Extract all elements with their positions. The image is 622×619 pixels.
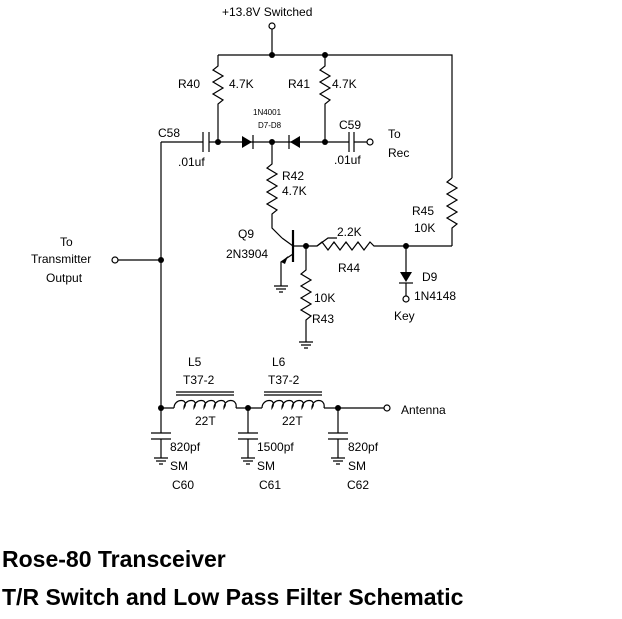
r42-value: 4.7K <box>282 184 307 198</box>
l5-core-label: T37-2 <box>183 373 215 387</box>
r41-value: 4.7K <box>332 77 357 91</box>
junction-tx-out <box>158 257 164 263</box>
r45-resistor <box>445 177 459 246</box>
r43-value: 10K <box>314 291 335 305</box>
q9-type: 2N3904 <box>226 247 268 261</box>
r42-resistor <box>265 142 283 239</box>
key-terminal <box>402 295 410 303</box>
r44-resistor <box>316 241 452 251</box>
c58-value: .01uf <box>178 155 205 169</box>
r45-ref: R45 <box>412 204 434 218</box>
c59-ref: C59 <box>339 118 361 132</box>
d9-ref: D9 <box>422 270 438 284</box>
schematic-diagram: +13.8V Switched R40 4.7K R41 4.7K C58 .0… <box>31 5 459 492</box>
supply-terminal <box>268 22 276 30</box>
r43-resistor <box>299 246 313 342</box>
d8-diode-icon <box>290 136 300 148</box>
l6-inductor-icon <box>261 399 325 411</box>
tx-out-line2: Transmitter <box>31 252 91 266</box>
l5-ref: L5 <box>188 355 202 369</box>
c59-value: .01uf <box>334 153 361 167</box>
c62-type: SM <box>348 459 366 473</box>
tx-out-line1: To <box>60 235 73 249</box>
supply-label: +13.8V Switched <box>222 5 312 19</box>
q9-collector <box>281 237 337 247</box>
q9-emitter <box>280 253 294 286</box>
key-label: Key <box>394 309 415 323</box>
d9-type: 1N4148 <box>414 289 456 303</box>
q9-ref: Q9 <box>238 227 254 241</box>
l5-inductor-icon <box>173 399 237 411</box>
c60-ref: C60 <box>172 478 194 492</box>
r43-ground-icon <box>299 341 313 349</box>
title-line-1: Rose-80 Transceiver <box>2 546 226 572</box>
l6-turns: 22T <box>282 414 303 428</box>
antenna-terminal <box>383 404 391 412</box>
d9-diode-icon <box>400 272 412 282</box>
c60-type: SM <box>170 459 188 473</box>
supply-wire <box>218 29 453 178</box>
q9-emitter-arrow-icon <box>281 256 288 264</box>
c61-capacitor <box>238 408 258 465</box>
r45-value: 10K <box>414 221 435 235</box>
c59-capacitor <box>348 132 355 152</box>
antenna-label: Antenna <box>401 403 446 417</box>
l5-turns: 22T <box>195 414 216 428</box>
c58-capacitor <box>202 132 210 152</box>
r41-resistor <box>318 55 332 142</box>
r44-ref: R44 <box>338 261 360 275</box>
r40-ref: R40 <box>178 77 200 91</box>
r40-value: 4.7K <box>229 77 254 91</box>
r40-resistor <box>211 55 225 142</box>
junction-supply <box>269 52 275 58</box>
title-line-2: T/R Switch and Low Pass Filter Schematic <box>2 584 464 610</box>
d7-diode-icon <box>242 136 252 148</box>
tx-out-line3: Output <box>46 271 83 285</box>
l6-ref: L6 <box>272 355 286 369</box>
c62-capacitor <box>328 408 348 465</box>
r43-ref: R43 <box>312 312 334 326</box>
c60-value: 820pf <box>170 440 201 454</box>
junction-r43 <box>303 243 309 249</box>
tx-out-terminal <box>111 256 119 264</box>
l5-core <box>176 391 234 396</box>
d7-d8-refs: D7-D8 <box>258 121 282 130</box>
c61-ref: C61 <box>259 478 281 492</box>
c62-value: 820pf <box>348 440 379 454</box>
c62-ref: C62 <box>347 478 369 492</box>
d7-d8-type: 1N4001 <box>253 108 282 117</box>
q9-ground-icon <box>274 285 288 293</box>
c58-ref: C58 <box>158 126 180 140</box>
r44-value: 2.2K <box>337 225 362 239</box>
c61-type: SM <box>257 459 275 473</box>
to-rec-line2: Rec <box>388 146 409 160</box>
to-rec-line1: To <box>388 127 401 141</box>
junction-r41-bottom <box>322 139 328 145</box>
r41-ref: R41 <box>288 77 310 91</box>
c60-capacitor <box>151 408 171 465</box>
l6-core-label: T37-2 <box>268 373 300 387</box>
l6-core <box>264 391 322 396</box>
r42-ref: R42 <box>282 169 304 183</box>
junction-r40-bottom <box>215 139 221 145</box>
rec-terminal <box>366 138 374 146</box>
c61-value: 1500pf <box>257 440 294 454</box>
